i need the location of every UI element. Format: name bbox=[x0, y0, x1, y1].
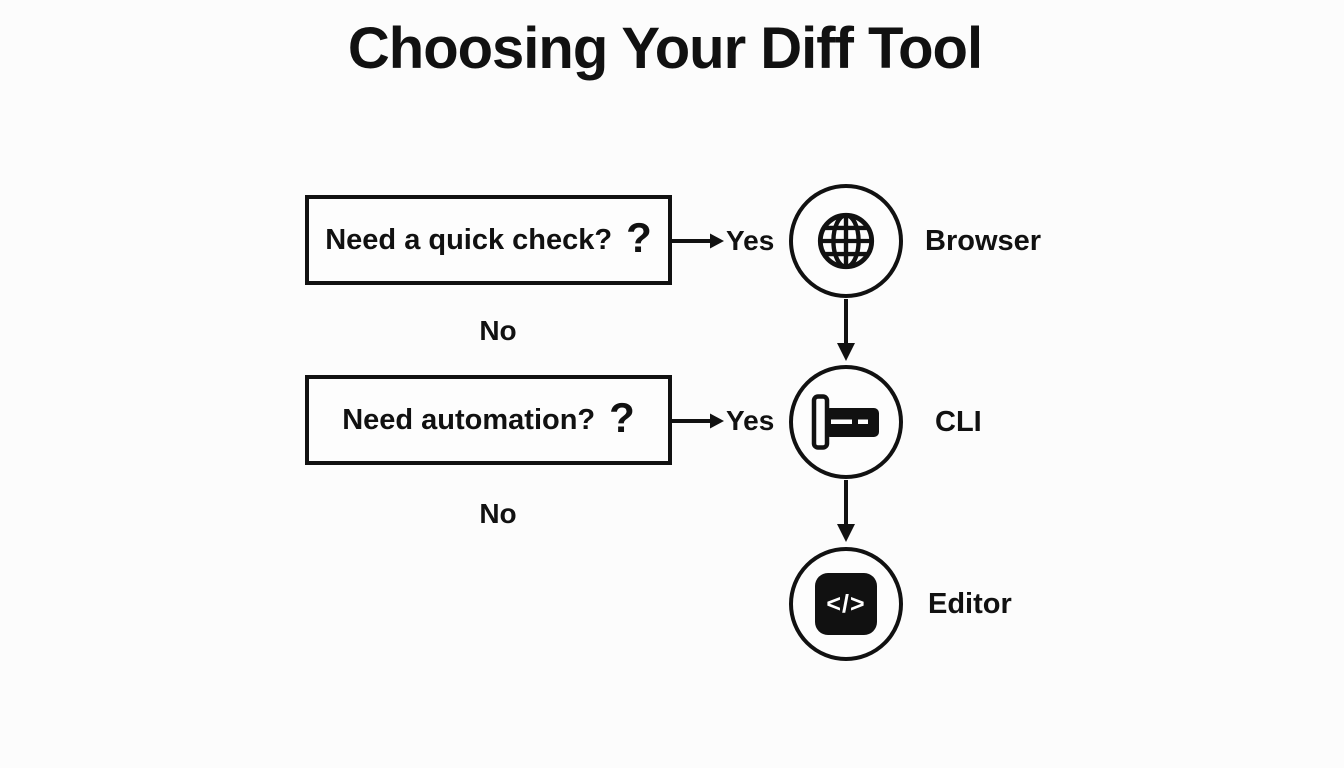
yes-label-2: Yes bbox=[726, 405, 775, 436]
terminal-icon bbox=[811, 394, 879, 450]
cli-node bbox=[789, 365, 903, 479]
no-label-2: No bbox=[479, 498, 517, 529]
page-title: Choosing Your Diff Tool bbox=[347, 16, 983, 81]
down-arrow-browser-to-cli bbox=[837, 299, 855, 361]
question-mark-glyph: ? bbox=[626, 214, 652, 261]
down-arrow-cli-to-editor bbox=[837, 480, 855, 542]
yes-label-1: Yes bbox=[726, 225, 775, 256]
browser-node bbox=[789, 184, 903, 298]
question-text: Need a quick check? bbox=[325, 223, 613, 256]
yes-arrow-right-1 bbox=[672, 233, 724, 249]
question-box-automation: Need automation? ? bbox=[305, 375, 672, 465]
no-label-1: No bbox=[479, 315, 517, 346]
globe-icon bbox=[817, 212, 875, 270]
code-icon: </> bbox=[815, 573, 877, 635]
question-box-quick-check: Need a quick check? ? bbox=[305, 195, 672, 285]
yes-arrow-right-2 bbox=[672, 413, 724, 429]
code-icon-glyph: </> bbox=[826, 589, 866, 618]
question-mark-glyph: ? bbox=[609, 394, 635, 441]
question-text: Need automation? bbox=[342, 403, 596, 436]
editor-node-label: Editor bbox=[928, 588, 1012, 620]
browser-node-label: Browser bbox=[925, 225, 1042, 257]
cli-node-label: CLI bbox=[935, 406, 982, 438]
editor-node: </> bbox=[789, 547, 903, 661]
